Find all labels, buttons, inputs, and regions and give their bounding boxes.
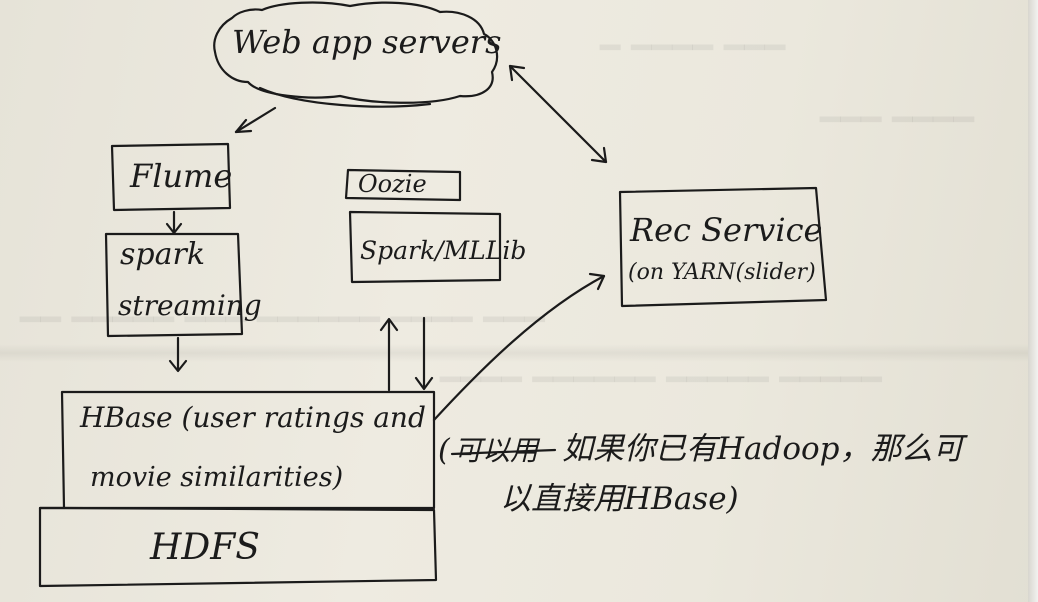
annotation-line-2: 以直接用HBase) [500,481,739,517]
flume-box [110,142,232,212]
page-edge [1028,0,1038,602]
spark-streaming-label-1: spark [120,237,206,272]
oozie-label: Oozie [358,170,427,198]
annotation-struck: 可以用 [454,434,539,467]
bleed-through: ━━━━ ━━━━━━ ━━━━━ ━━━━━ [440,360,882,400]
annotation-line-1: 如果你已有Hadoop，那么可 [562,431,964,467]
spark-mllib-label: Spark/MLLib [360,236,527,265]
rec-service-sublabel: (on YARN(slider) [628,260,816,285]
page-fold [0,344,1038,362]
hdfs-label: HDFS [150,527,260,568]
rec-service-box [618,186,828,308]
rec-service-label: Rec Service [630,211,823,249]
bleed-through: ━━━ ━━━━ [820,100,975,140]
spark-streaming-box [104,232,244,338]
spark-streaming-label-2: streaming [118,289,262,322]
flume-label: Flume [130,157,233,195]
hbase-label-1: HBase (user ratings and [80,401,426,434]
hbase-box [60,390,436,510]
web-servers-cloud [213,1,499,104]
bleed-through: ━ ━━━━ ━━━ [600,28,786,68]
spark-mllib-box [348,210,502,284]
oozie-box [344,168,462,202]
web-app-servers-label: Web app servers [232,23,502,61]
annotation-paren: ( [438,433,450,468]
hbase-label-2: movie similarities) [90,462,344,493]
